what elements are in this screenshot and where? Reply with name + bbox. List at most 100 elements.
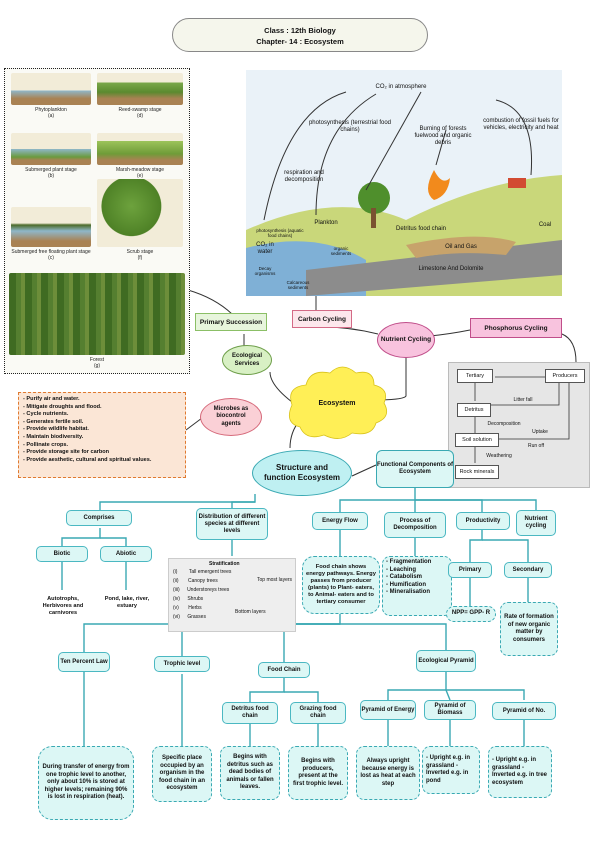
decomp-item: - Humification [386,581,426,588]
decay-organisms-label: Decay organisms [254,266,276,276]
decomp-item: - Catabolism [386,574,423,580]
decomp-item: - Fragmentation [386,559,432,565]
strat-row: (iii) Understoreys trees [173,587,230,593]
functional-components-node: Functional Components of Ecosystem [376,450,454,488]
submerged-plant-image [11,133,91,165]
strat-row: (i) Tall emergent trees [173,569,232,575]
stage-b: Submerged plant stage(b) [25,167,77,179]
ten-percent-desc: During transfer of energy from one troph… [38,746,134,820]
service-item: - Purify air and water. [23,396,80,402]
combustion-label: combustion of fossil fuels for vehicles,… [483,118,559,131]
detritus-chain-label: Detritus food chain [395,226,447,232]
decomposition-list: - Fragmentation - Leaching - Catabolism … [382,556,452,616]
phosphorus-cycling-node: Phosphorus Cycling [470,318,562,338]
rock-minerals-box: Rock minerals [455,465,499,479]
secondary-desc: Rate of formation of new organic matter … [500,602,558,656]
phosphorus-cycle-diagram: Tertiary Producers Litter fall Detritus … [448,362,590,488]
biomass-pyramid-desc: - Upright e.g. in grassland - Inverted e… [422,746,480,794]
tertiary-box: Tertiary [457,369,493,383]
process-decomposition-node: Process of Decomposition [384,512,446,538]
ecological-services-node: Ecological Services [222,345,272,375]
reed-swamp-image [97,73,183,105]
aquatic-photosynthesis-label: photosynthesis (aquatic food chains) [256,228,304,238]
decomp-item: - Mineralisation [386,589,431,595]
strat-row: (iv) Shrubs [173,596,204,602]
coal-label: Coal [538,222,552,228]
grazing-desc: Begins with producers, present at the fi… [288,746,348,800]
litter-fall-label: Litter fall [513,397,533,403]
npp-formula: NPP= GPP- R [446,606,496,622]
service-item: - Cycle nutrients. [23,411,69,418]
nutrient-cycling-node: Nutrient Cycling [377,322,435,358]
trophic-level-node: Trophic level [154,656,210,672]
free-floating-image [11,207,91,247]
run-off-label: Run off [527,443,545,449]
number-pyramid-desc: - Upright e.g. in grassland - Inverted e… [488,746,552,798]
stratification-panel: Stratification (i) Tall emergent trees (… [168,558,296,632]
structure-function-node: Structure and function Ecosystem [252,450,352,496]
chapter-label: Chapter- 14 : Ecosystem [256,37,344,46]
top-layers-label: Top most layers [257,577,293,583]
strat-row: (v) Herbs [173,605,202,611]
services-list: - Purify air and water. - Mitigate droug… [18,392,186,478]
carbon-cycle-art [246,91,562,296]
pyramid-number-node: Pyramid of No. [492,702,556,720]
phosphorus-arrows [474,376,570,463]
detritus-box: Detritus [457,403,491,417]
oil-gas-label: Oil and Gas [445,244,477,250]
co2-water-label: CO₂ in water [256,242,274,255]
abiotic-desc: Pond, lake, river, estuary [104,596,150,609]
photosynthesis-label: photosynthesis (terrestrial food chains) [308,120,392,133]
nutrient-cycling-box: Nutrient cycling [516,510,556,536]
plankton-label: Plankton [314,220,338,226]
strat-row: (ii) Canopy trees [173,578,218,584]
scrub-image [97,179,183,247]
stage-f: Scrub stage(f) [126,249,154,261]
food-chain-node: Food Chain [258,662,310,678]
respiration-label: respiration and decomposition [284,170,324,183]
burning-label: Burning of forests fuelwood and organic … [414,126,472,146]
forest-image [9,273,185,355]
service-item: - Provide aesthetic, cultural and spirit… [23,456,152,463]
service-item: - Pollinate crops. [23,441,69,448]
marsh-meadow-image [97,133,183,165]
weathering-label: Weathering [486,453,512,459]
detritus-desc: Begins with detritus such as dead bodies… [220,746,280,800]
stage-d: Reed-swamp stage(d) [118,107,162,119]
biotic-node: Biotic [36,546,88,562]
stage-g: Forest(g) [89,357,105,369]
limestone-label: Limestone And Dolomite [418,266,484,272]
strat-row: (vi) Grasses [173,614,206,620]
bottom-layers-label: Bottom layers [235,609,266,615]
primary-node: Primary [448,562,492,578]
distribution-node: Distribution of different species at dif… [196,508,268,540]
energy-flow-node: Energy Flow [312,512,368,530]
succession-panel: Phytoplankton(a) Reed-swamp stage(d) Sub… [4,68,190,374]
biotic-desc: Autotrophs, Herbivores and carnivores [42,596,84,616]
carbon-cycle-diagram: CO₂ in atmosphere photosynthesis (terres… [246,70,562,296]
co2-atmosphere-label: CO₂ in atmosphere [375,84,427,90]
decomp-item: - Leaching [386,566,417,573]
stage-a: Phytoplankton(a) [35,107,67,119]
soil-solution-box: Soil solution [455,433,499,447]
productivity-node: Productivity [456,512,510,530]
ten-percent-node: Ten Percent Law [58,652,110,672]
energy-pyramid-desc: Always upright because energy is lost as… [356,746,420,800]
trophic-desc: Specific place occupied by an organism i… [152,746,212,802]
service-item: - Provide wildlife habitat. [23,426,89,433]
service-item: - Provide storage site for carbon [23,449,110,456]
ecological-pyramid-node: Ecological Pyramid [416,650,476,672]
phytoplankton-image [11,73,91,105]
detritus-chain-node: Detritus food chain [222,702,278,724]
ecosystem-cloud [288,366,388,439]
secondary-node: Secondary [504,562,552,578]
pyramid-energy-node: Pyramid of Energy [360,700,416,720]
stratification-title: Stratification [209,561,240,567]
service-item: - Mitigate droughts and flood. [23,403,102,410]
service-item: - Generates fertile soil. [23,418,84,425]
decomposition-label: Decomposition [487,421,521,427]
service-item: - Maintain biodiversity. [23,433,84,440]
food-chain-desc: Food chain shows energy pathways. Energy… [302,556,380,614]
uptake-label: Uptake [532,429,548,435]
